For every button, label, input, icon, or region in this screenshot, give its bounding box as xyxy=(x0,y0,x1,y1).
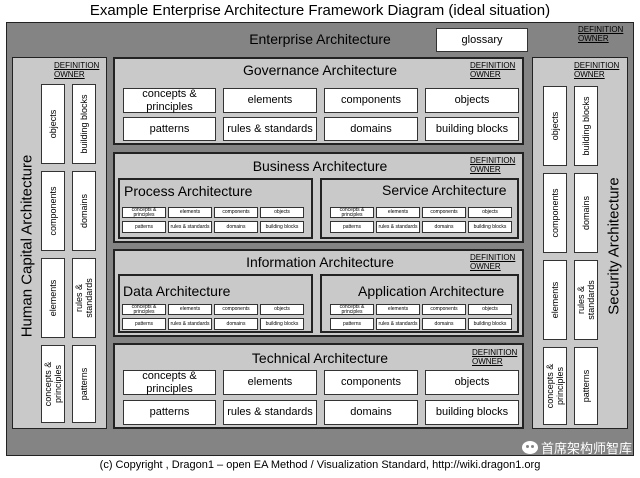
chat-bubble-icon xyxy=(521,441,538,454)
data-components-box[interactable]: components xyxy=(214,304,258,315)
governance-definition-owner: DEFINITION OWNER xyxy=(470,61,516,79)
governance-architecture-heading: Governance Architecture xyxy=(242,62,398,78)
svc-components-box[interactable]: components xyxy=(422,207,466,218)
proc-rules-standards-box[interactable]: rules & standards xyxy=(168,221,212,233)
security-definition-owner: DEFINITION OWNER xyxy=(574,61,620,79)
data-architecture-heading: Data Architecture xyxy=(123,283,231,299)
hc-rules-standards-box[interactable]: rules & standards xyxy=(72,258,96,338)
hc-concepts-principles-box[interactable]: concepts & principles xyxy=(41,345,65,423)
tech-building-blocks-box[interactable]: building blocks xyxy=(425,400,519,425)
gov-concepts-principles-box[interactable]: concepts & principles xyxy=(123,88,216,113)
proc-domains-box[interactable]: domains xyxy=(214,221,258,233)
hc-patterns-box[interactable]: patterns xyxy=(72,345,96,423)
application-architecture-heading: Application Architecture xyxy=(358,283,505,299)
gov-patterns-box[interactable]: patterns xyxy=(123,117,216,141)
data-objects-box[interactable]: objects xyxy=(260,304,304,315)
watermark-text: 首席架构师智库 xyxy=(540,441,632,456)
watermark: 首席架构师智库 xyxy=(521,438,632,457)
technical-definition-owner: DEFINITION OWNER xyxy=(472,348,518,366)
tech-concepts-principles-box[interactable]: concepts & principles xyxy=(123,370,216,395)
svc-objects-box[interactable]: objects xyxy=(468,207,512,218)
gov-domains-box[interactable]: domains xyxy=(324,117,418,141)
gov-objects-box[interactable]: objects xyxy=(425,88,519,113)
hc-domains-box[interactable]: domains xyxy=(72,171,96,251)
svc-building-blocks-box[interactable]: building blocks xyxy=(468,221,512,233)
human-capital-definition-owner: DEFINITION OWNER xyxy=(54,61,100,79)
svc-concepts-principles-box[interactable]: concepts & principles xyxy=(330,207,374,218)
data-domains-box[interactable]: domains xyxy=(214,318,258,330)
human-capital-architecture-heading: Human Capital Architecture xyxy=(18,154,36,338)
app-rules-standards-box[interactable]: rules & standards xyxy=(376,318,420,330)
app-domains-box[interactable]: domains xyxy=(422,318,466,330)
svc-rules-standards-box[interactable]: rules & standards xyxy=(376,221,420,233)
data-building-blocks-box[interactable]: building blocks xyxy=(260,318,304,330)
hc-components-box[interactable]: components xyxy=(41,171,65,251)
diagram-title: Example Enterprise Architecture Framewor… xyxy=(89,2,551,19)
sec-patterns-box[interactable]: patterns xyxy=(574,347,598,425)
tech-domains-box[interactable]: domains xyxy=(324,400,418,425)
app-building-blocks-box[interactable]: building blocks xyxy=(468,318,512,330)
data-elements-box[interactable]: elements xyxy=(168,304,212,315)
proc-objects-box[interactable]: objects xyxy=(260,207,304,218)
svc-domains-box[interactable]: domains xyxy=(422,221,466,233)
tech-objects-box[interactable]: objects xyxy=(425,370,519,395)
gov-building-blocks-box[interactable]: building blocks xyxy=(425,117,519,141)
gov-elements-box[interactable]: elements xyxy=(223,88,317,113)
service-architecture-heading: Service Architecture xyxy=(382,182,507,198)
proc-concepts-principles-box[interactable]: concepts & principles xyxy=(122,207,166,218)
app-components-box[interactable]: components xyxy=(422,304,466,315)
tech-components-box[interactable]: components xyxy=(324,370,418,395)
glossary-box[interactable]: glossary xyxy=(436,28,528,52)
data-concepts-principles-box[interactable]: concepts & principles xyxy=(122,304,166,315)
information-definition-owner: DEFINITION OWNER xyxy=(470,253,516,271)
sec-components-box[interactable]: components xyxy=(543,173,567,253)
app-patterns-box[interactable]: patterns xyxy=(330,318,374,330)
business-architecture-heading: Business Architecture xyxy=(252,158,388,174)
app-concepts-principles-box[interactable]: concepts & principles xyxy=(330,304,374,315)
enterprise-definition-owner: DEFINITION OWNER xyxy=(578,25,624,43)
proc-building-blocks-box[interactable]: building blocks xyxy=(260,221,304,233)
gov-rules-standards-box[interactable]: rules & standards xyxy=(223,117,317,141)
tech-elements-box[interactable]: elements xyxy=(223,370,317,395)
tech-patterns-box[interactable]: patterns xyxy=(123,400,216,425)
hc-building-blocks-box[interactable]: building blocks xyxy=(72,84,96,164)
hc-objects-box[interactable]: objects xyxy=(41,84,65,164)
enterprise-architecture-heading: Enterprise Architecture xyxy=(249,31,391,47)
proc-elements-box[interactable]: elements xyxy=(168,207,212,218)
technical-architecture-heading: Technical Architecture xyxy=(251,350,389,366)
sec-building-blocks-box[interactable]: building blocks xyxy=(574,86,598,166)
data-rules-standards-box[interactable]: rules & standards xyxy=(168,318,212,330)
svc-elements-box[interactable]: elements xyxy=(376,207,420,218)
app-elements-box[interactable]: elements xyxy=(376,304,420,315)
business-definition-owner: DEFINITION OWNER xyxy=(470,156,516,174)
data-patterns-box[interactable]: patterns xyxy=(122,318,166,330)
sec-concepts-principles-box[interactable]: concepts & principles xyxy=(543,347,567,425)
svc-patterns-box[interactable]: patterns xyxy=(330,221,374,233)
proc-components-box[interactable]: components xyxy=(214,207,258,218)
information-architecture-heading: Information Architecture xyxy=(246,254,394,270)
copyright-footer: (c) Copyright , Dragon1 – open EA Method… xyxy=(99,459,541,471)
sec-rules-standards-box[interactable]: rules & standards xyxy=(574,260,598,340)
app-objects-box[interactable]: objects xyxy=(468,304,512,315)
sec-domains-box[interactable]: domains xyxy=(574,173,598,253)
hc-elements-box[interactable]: elements xyxy=(41,258,65,338)
tech-rules-standards-box[interactable]: rules & standards xyxy=(223,400,317,425)
sec-elements-box[interactable]: elements xyxy=(543,260,567,340)
sec-objects-box[interactable]: objects xyxy=(543,86,567,166)
proc-patterns-box[interactable]: patterns xyxy=(122,221,166,233)
security-architecture-heading: Security Architecture xyxy=(605,177,623,315)
process-architecture-heading: Process Architecture xyxy=(124,183,253,199)
gov-components-box[interactable]: components xyxy=(324,88,418,113)
